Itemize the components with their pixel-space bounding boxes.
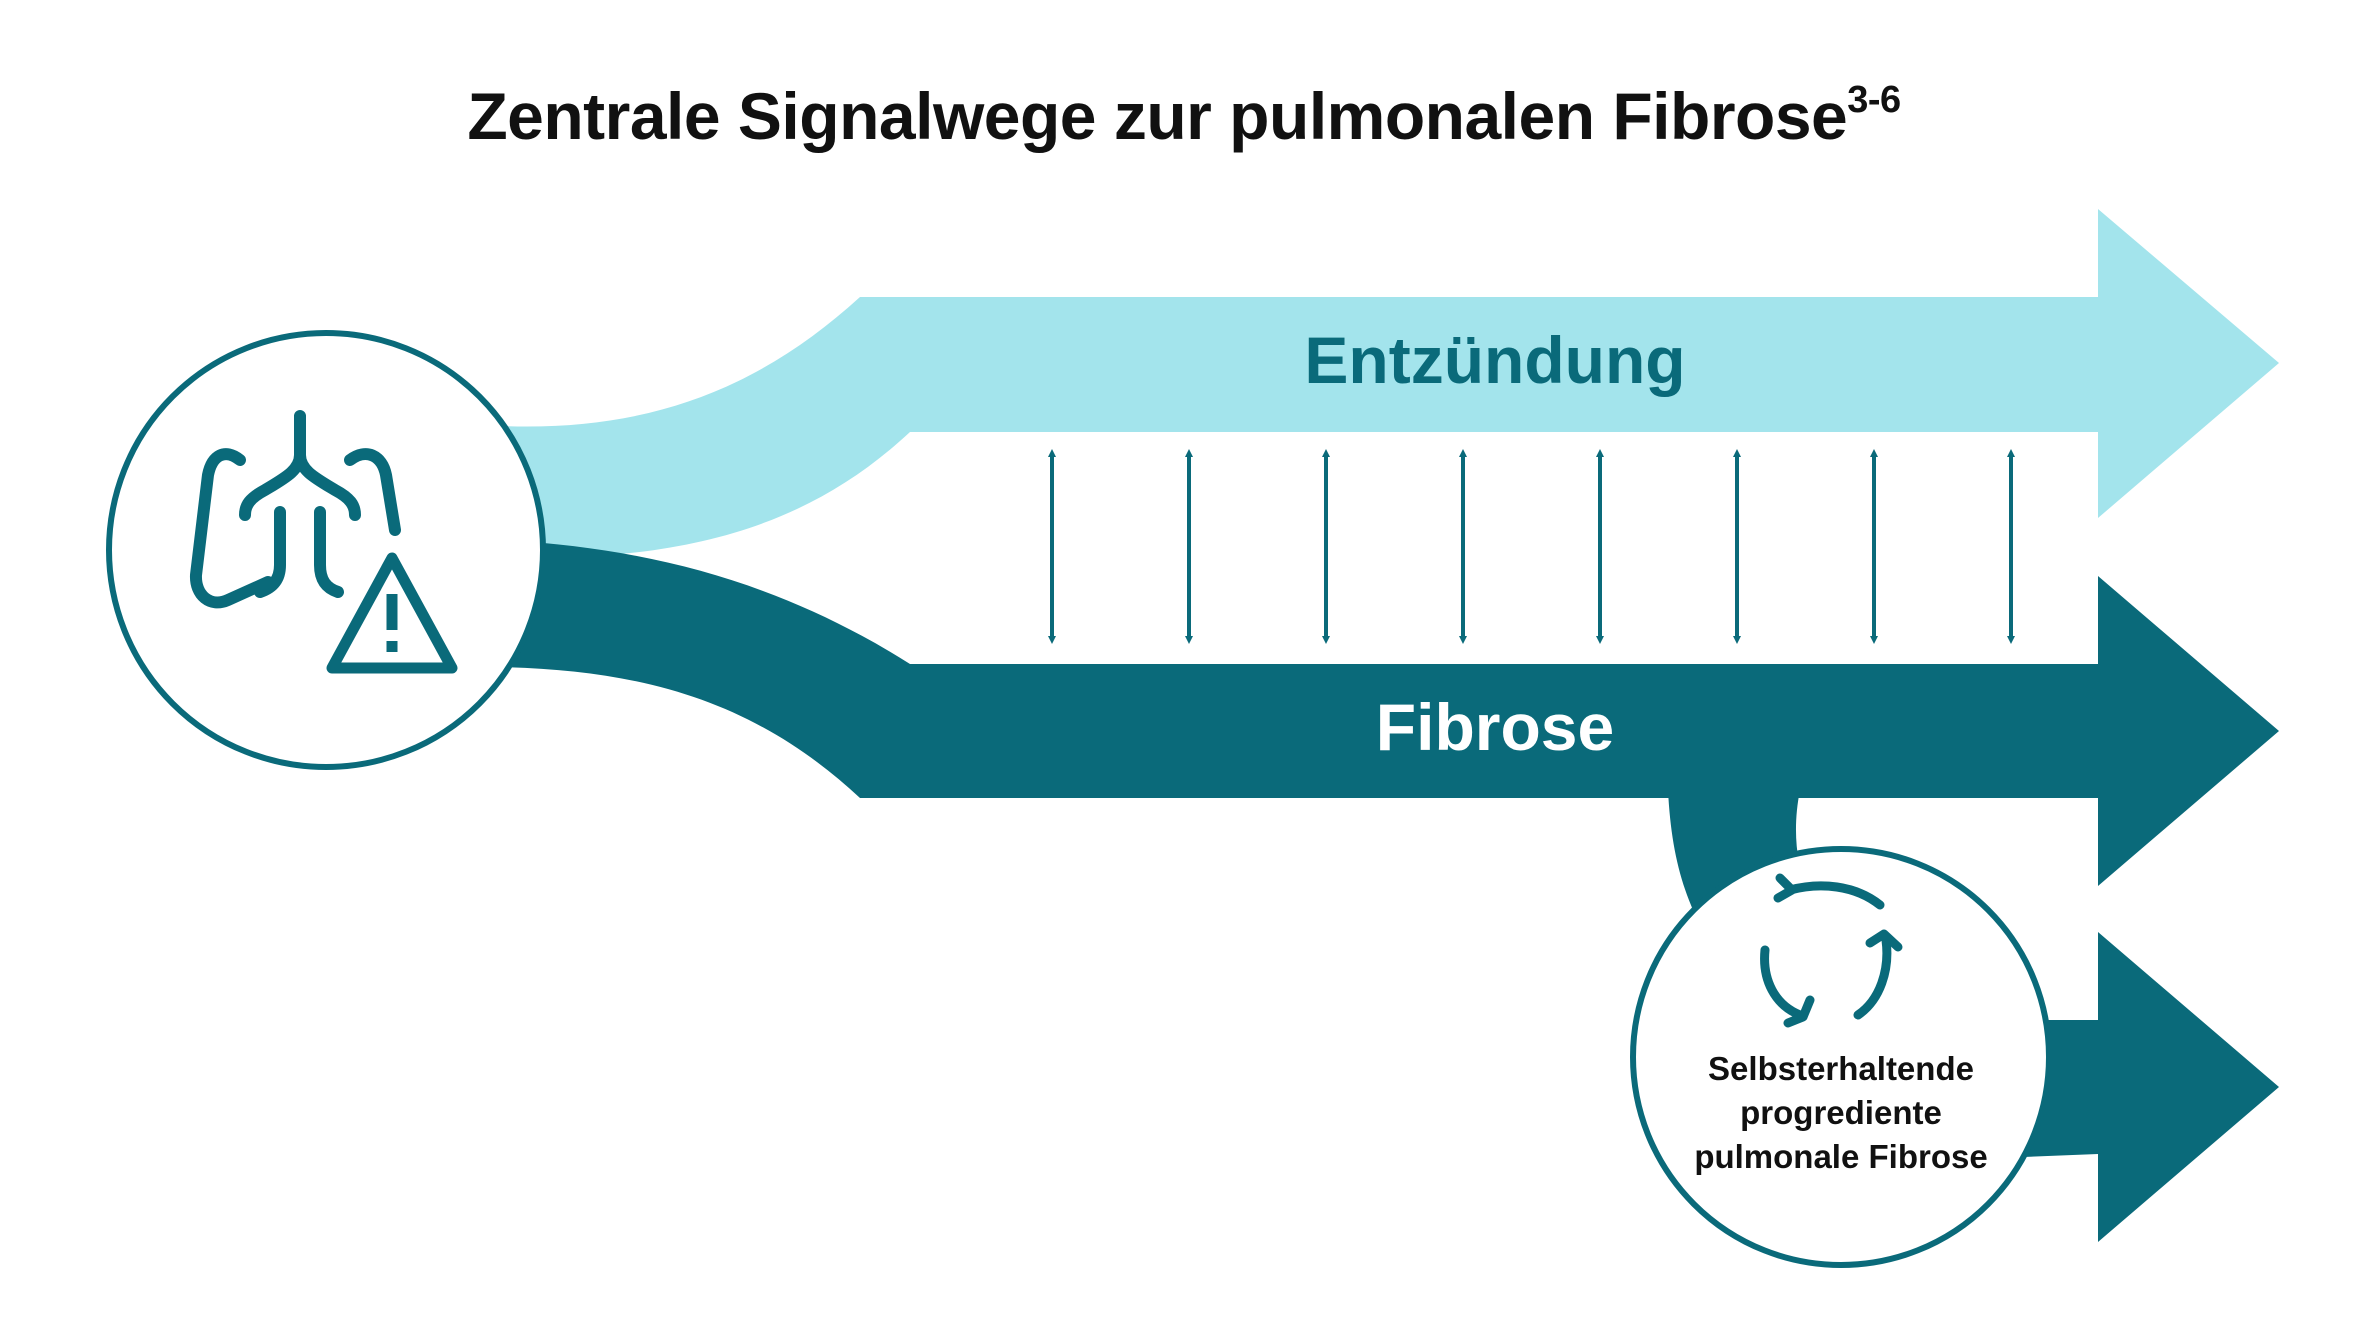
warning-triangle-icon bbox=[326, 552, 458, 674]
cycle-arrows-icon bbox=[1760, 873, 1903, 1028]
self-sustaining-label-line-2: progrediente bbox=[1740, 1094, 1942, 1131]
self-sustaining-label-line-1: Selbsterhaltende bbox=[1708, 1050, 1974, 1087]
diagram-title: Zentrale Signalwege zur pulmonalen Fibro… bbox=[0, 78, 2368, 154]
self-sustaining-circle bbox=[1630, 846, 2052, 1268]
inflammation-band bbox=[500, 209, 2279, 559]
fibrosis-band bbox=[500, 540, 2279, 886]
self-sustaining-label: Selbsterhaltende progrediente pulmonale … bbox=[1694, 1050, 1987, 1175]
fibrosis-label: Fibrose bbox=[1376, 690, 1614, 764]
title-text: Zentrale Signalwege zur pulmonalen Fibro… bbox=[467, 79, 1848, 153]
lungs-icon bbox=[190, 410, 401, 609]
title-superscript: 3-6 bbox=[1847, 79, 1901, 121]
self-sustaining-label-line-3: pulmonale Fibrose bbox=[1694, 1138, 1987, 1175]
interaction-arrows bbox=[1048, 449, 2015, 644]
inflammation-label: Entzündung bbox=[1304, 323, 1685, 397]
self-sustaining-band bbox=[1950, 932, 2279, 1242]
